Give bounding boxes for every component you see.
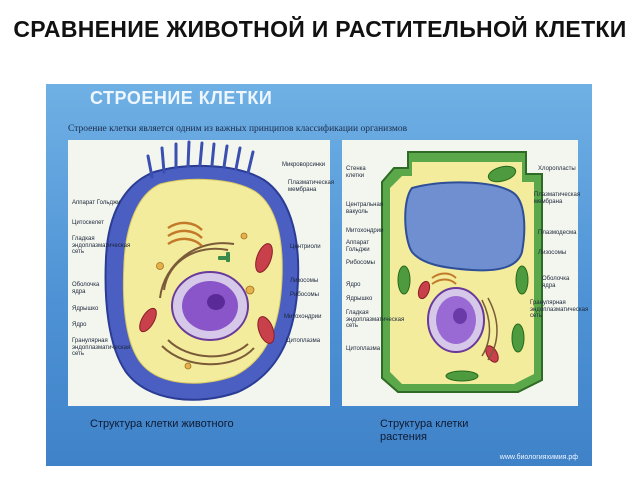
plant-chloroplasts	[397, 165, 529, 382]
poster-title: СТРОЕНИЕ КЛЕТКИ	[90, 88, 273, 108]
plant-cell-panel: Стенка клетки Центральная вакуоль Митохо…	[342, 140, 589, 406]
slide-title-text: СРАВНЕНИЕ ЖИВОТНОЙ И РАСТИТЕЛЬНОЙ КЛЕТКИ	[13, 16, 627, 42]
label-nucleolus: Ядрышко	[72, 306, 99, 312]
label-rough-er: Гранулярная эндоплазматическая сеть	[72, 338, 131, 357]
label-plant-rough-er: Гранулярная эндоплазматическая сеть	[530, 300, 589, 319]
animal-golgi	[167, 221, 203, 247]
label-plant-plasma-membrane: Плазматическая мембрана	[534, 192, 581, 205]
label-smooth-er: Гладкая эндоплазматическая сеть	[72, 236, 131, 255]
label-microvilli: Микроворсинки	[282, 162, 326, 168]
microvilli	[146, 140, 255, 179]
label-nuclear-envelope: Оболочка ядра	[72, 282, 100, 295]
label-plant-nuclear-envelope: Оболочка ядра	[542, 276, 570, 289]
plant-nucleolus	[453, 308, 467, 324]
website-credit: www.биологияхимия.рф	[499, 454, 578, 461]
label-mitochondria: Митохондрии	[284, 314, 322, 320]
plant-cell-illustration	[381, 151, 543, 393]
cell-structure-poster: СТРОЕНИЕ КЛЕТКИ Строение клетки является…	[46, 84, 592, 466]
animal-cell-caption: Структура клетки животного	[90, 418, 234, 430]
label-plasma-membrane: Плазматическая мембрана	[288, 180, 335, 193]
label-plant-ribosomes: Рибосомы	[346, 260, 375, 266]
label-central-vacuole: Центральная вакуоль	[346, 202, 384, 215]
label-plant-nucleolus: Ядрышко	[346, 296, 373, 302]
animal-nucleolus	[207, 294, 225, 310]
label-plant-nucleus: Ядро	[346, 282, 361, 288]
slide-title-line: СРАВНЕНИЕ ЖИВОТНОЙ И РАСТИТЕЛЬНОЙ КЛЕТКИ	[0, 14, 640, 44]
label-cytoplasm: Цитоплазма	[286, 338, 321, 344]
label-centrioles: Центриоли	[290, 244, 321, 250]
animal-cell-illustration	[104, 140, 300, 401]
plant-cell-caption-text: Структура клетки растения	[380, 418, 469, 443]
animal-lysosomes	[156, 232, 255, 370]
plant-golgi	[431, 272, 457, 285]
label-plant-smooth-er: Гладкая эндоплазматическая сеть	[346, 310, 405, 329]
animal-mitochondria	[139, 243, 275, 344]
label-plant-golgi: Аппарат Гольджи	[346, 240, 370, 253]
plant-cell-caption: Структура клетки растения	[380, 418, 510, 444]
slide-title: СРАВНЕНИЕ ЖИВОТНОЙ И РАСТИТЕЛЬНОЙ КЛЕТКИ	[0, 14, 640, 44]
label-plant-mitochondria: Митохондрии	[346, 228, 384, 234]
label-chloroplasts: Хлоропласты	[538, 166, 576, 172]
label-plant-cytoplasm: Цитоплазма	[346, 346, 381, 352]
label-cell-wall: Стенка клетки	[346, 166, 366, 179]
label-ribosomes: Рибосомы	[290, 292, 319, 298]
animal-er	[159, 242, 255, 366]
poster-subtitle: Строение клетки является одним из важных…	[68, 124, 408, 134]
label-lysosomes: Лизосомы	[290, 278, 319, 284]
animal-cell-panel: Аппарат Гольджи Цитоскелет Гладкая эндоп…	[68, 140, 335, 406]
label-plant-lysosomes: Лизосомы	[538, 250, 567, 256]
animal-centrioles	[218, 252, 230, 262]
label-nucleus: Ядро	[72, 322, 87, 328]
label-golgi: Аппарат Гольджи	[72, 200, 121, 206]
label-cytoskeleton: Цитоскелет	[72, 220, 105, 226]
label-plasmodesma: Плазмодесма	[538, 230, 577, 236]
plant-er	[481, 297, 498, 361]
plant-central-vacuole	[404, 181, 526, 272]
